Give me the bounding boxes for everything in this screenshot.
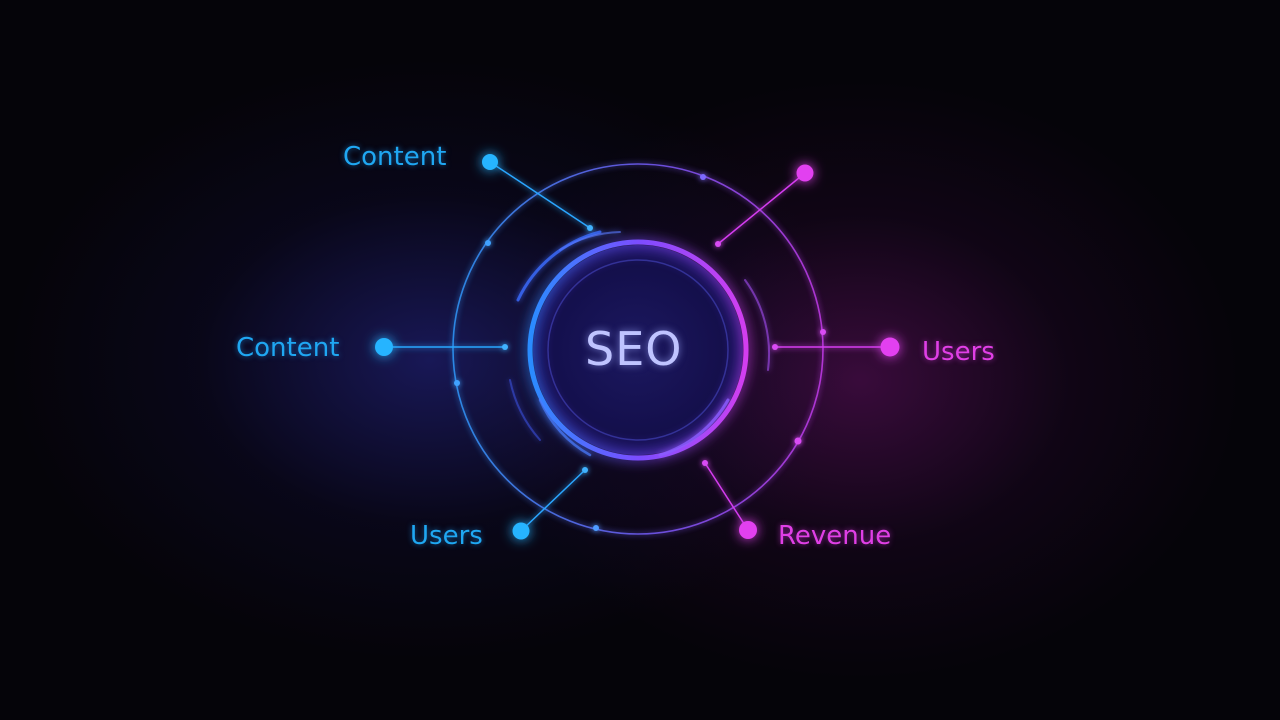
node-users-bottom bbox=[512, 522, 530, 540]
main-ring bbox=[527, 239, 749, 461]
terminal-nodes bbox=[375, 154, 900, 540]
center-label: SEO bbox=[585, 322, 683, 376]
inner-faint-ring bbox=[547, 259, 729, 441]
connector-pink-top bbox=[717, 172, 806, 245]
connector-users-bottom bbox=[520, 469, 586, 532]
connectors bbox=[384, 161, 890, 532]
label-content-top: Content bbox=[343, 142, 447, 172]
node-revenue bbox=[739, 521, 757, 539]
node-content-top bbox=[482, 154, 498, 170]
core-disc bbox=[533, 245, 743, 455]
outer-ring bbox=[452, 163, 824, 535]
connector-revenue bbox=[704, 462, 749, 531]
node-content-left bbox=[375, 338, 393, 356]
label-users-bottom: Users bbox=[410, 521, 483, 551]
ring-dots bbox=[454, 174, 826, 531]
node-users-right bbox=[880, 337, 900, 357]
label-users-right: Users bbox=[922, 337, 995, 367]
connector-content-top bbox=[489, 161, 591, 229]
arc-segments bbox=[509, 230, 771, 457]
label-revenue: Revenue bbox=[778, 521, 892, 551]
label-content-left: Content bbox=[236, 333, 340, 363]
node-pink-top bbox=[796, 164, 814, 182]
